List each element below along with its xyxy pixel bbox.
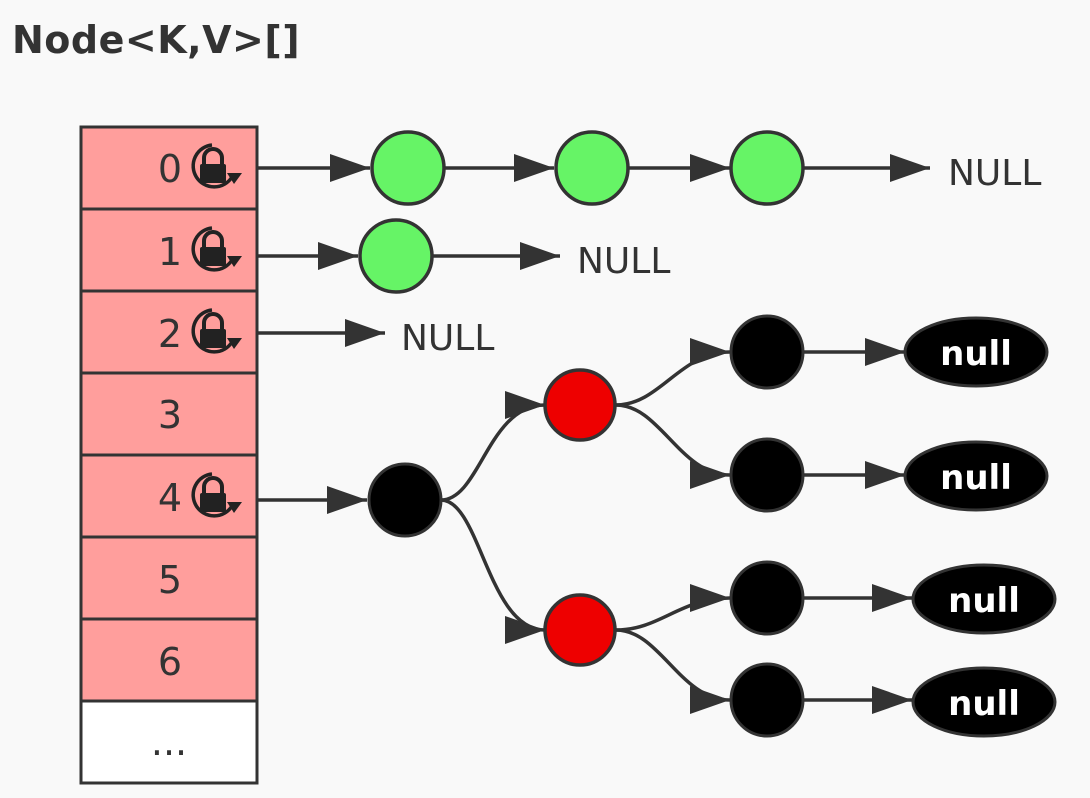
bucket-cell <box>79 125 259 211</box>
edge <box>440 498 546 644</box>
bucket-2: 2 <box>79 289 259 375</box>
bucket-index: 0 <box>158 147 182 191</box>
bucket-index: 3 <box>158 393 182 437</box>
bucket-0: 0 <box>79 125 259 211</box>
bucket-cell <box>79 289 259 375</box>
bucket-index: 2 <box>158 312 182 356</box>
bucket-6: 6 <box>79 617 259 703</box>
edge <box>615 584 731 632</box>
linked-list-bucket-1: NULL <box>257 218 670 294</box>
tree-black-node <box>729 437 805 513</box>
linked-list-bucket-0: NULL <box>257 130 1041 206</box>
bucket-index: 1 <box>158 230 182 274</box>
list-node <box>370 130 446 206</box>
tree-black-node <box>729 314 805 390</box>
edge <box>615 403 731 489</box>
bucket-ellipsis: ... <box>151 720 187 764</box>
bucket-index: 6 <box>158 640 182 684</box>
tree-red-node <box>543 593 617 667</box>
null-leaf: null <box>911 563 1057 635</box>
bucket-array: 0 1 2 3 4 5 6 ... <box>79 125 259 785</box>
null-leaf: null <box>911 666 1057 738</box>
linked-list-bucket-2: NULL <box>257 318 494 359</box>
bucket-cell <box>79 207 259 293</box>
null-terminal: NULL <box>401 318 494 359</box>
bucket-1: 1 <box>79 207 259 293</box>
null-leaf: null <box>903 440 1049 512</box>
bucket-index: 5 <box>158 558 182 602</box>
lock-icon-bucket-1 <box>191 226 242 272</box>
tree-red-node <box>543 368 617 442</box>
bucket-3: 3 <box>79 371 259 457</box>
bucket-cell-empty <box>79 699 259 785</box>
null-leaf-label: null <box>940 458 1012 498</box>
bucket-more: ... <box>79 699 259 785</box>
bucket-cell <box>79 617 259 703</box>
bucket-4: 4 <box>79 453 259 539</box>
null-leaf-label: null <box>948 581 1020 621</box>
null-terminal: NULL <box>948 153 1041 194</box>
lock-icon-bucket-4 <box>191 472 242 518</box>
tree-black-node <box>729 560 805 636</box>
bucket-5: 5 <box>79 535 259 621</box>
red-black-tree-bucket-4: null null null null <box>257 314 1057 738</box>
null-terminal: NULL <box>577 241 670 282</box>
tree-black-node <box>729 662 805 738</box>
list-node <box>729 130 805 206</box>
list-node <box>554 130 630 206</box>
list-node <box>358 218 434 294</box>
lock-icon-bucket-0 <box>191 143 242 189</box>
edge <box>440 391 546 502</box>
edge <box>615 628 731 714</box>
null-leaf-label: null <box>948 684 1020 724</box>
tree-root-black-node <box>367 462 443 538</box>
bucket-index: 4 <box>158 476 182 520</box>
null-leaf-label: null <box>940 334 1012 374</box>
null-leaf: null <box>903 316 1049 388</box>
lock-icon-bucket-2 <box>191 308 242 354</box>
edge <box>615 338 731 407</box>
array-type-title: Node<K,V>[] <box>12 18 301 62</box>
